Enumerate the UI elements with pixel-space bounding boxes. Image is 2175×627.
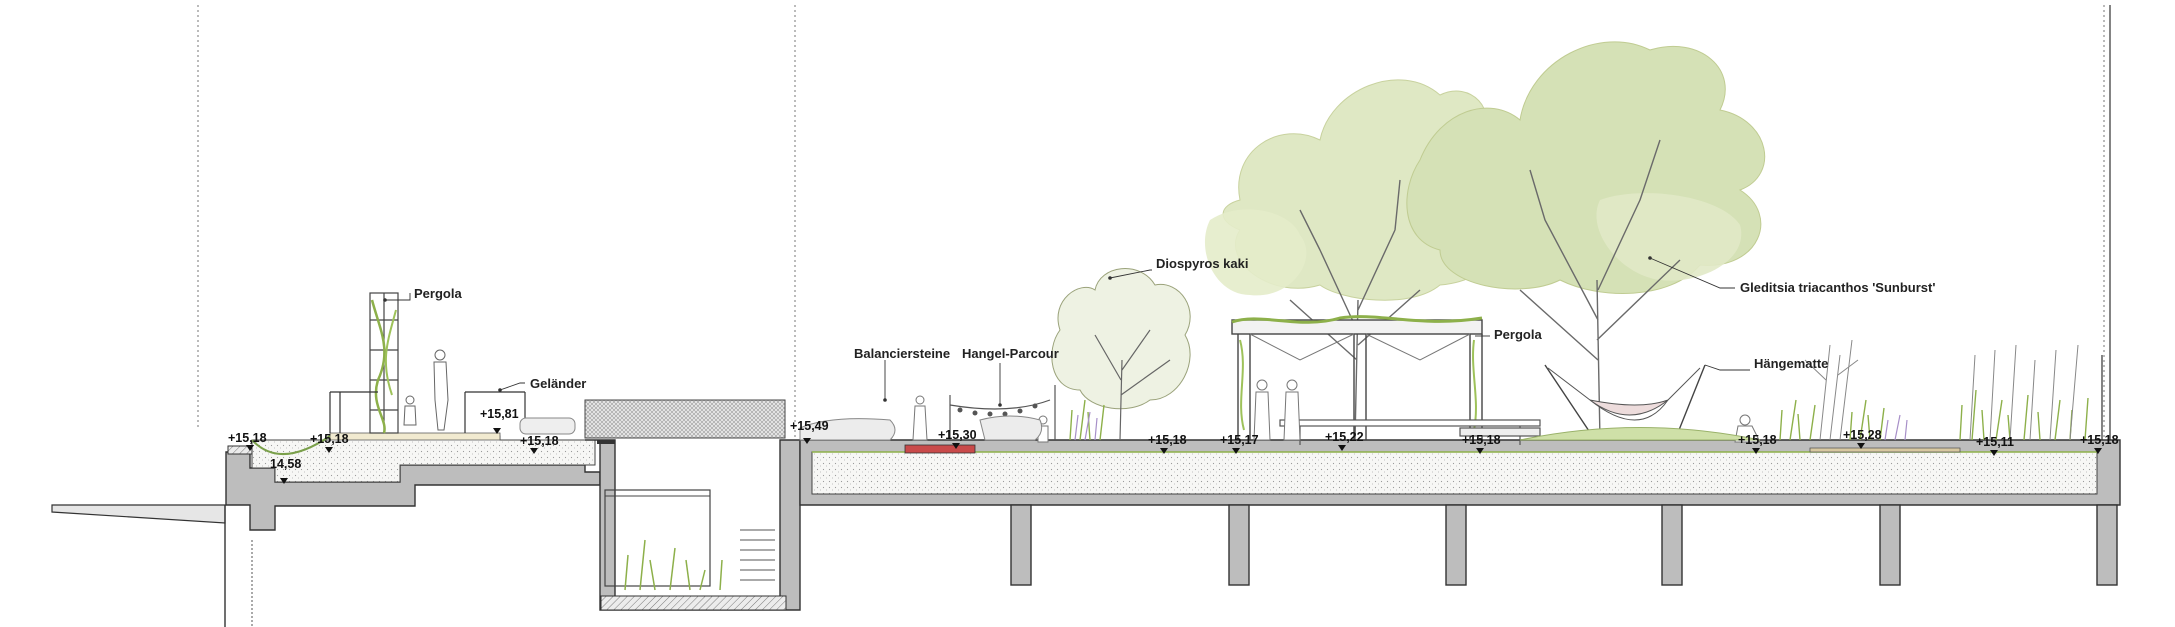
level-marker — [246, 445, 254, 451]
level-label: +15,11 — [1976, 435, 2014, 449]
left-street — [51, 504, 253, 627]
level-marker — [1232, 448, 1240, 454]
main-slab — [799, 439, 2121, 506]
gleditsia-canopy — [1204, 41, 1766, 441]
level-label: +15,18 — [1738, 433, 1777, 447]
level-label: +15,18 — [228, 431, 267, 445]
level-label: +15,81 — [480, 407, 519, 421]
label-pergola-center: Pergola — [1494, 327, 1542, 342]
level-marker — [1160, 448, 1168, 454]
level-marker — [493, 428, 501, 434]
label-hangel-parcour: Hangel-Parcour — [962, 346, 1059, 361]
label-balanciersteine: Balanciersteine — [854, 346, 950, 361]
level-marker — [280, 478, 288, 484]
level-marker — [1857, 443, 1865, 449]
annotation-leaders — [385, 257, 1750, 405]
level-markers — [246, 428, 2102, 484]
level-label: +15,18 — [2080, 433, 2119, 447]
light-well-planting — [624, 539, 723, 591]
level-labels: +15,18 14,58 +15,18 +15,81 +15,18 +15,49… — [228, 407, 2119, 471]
level-label: 14,58 — [270, 457, 301, 471]
level-marker — [1338, 445, 1346, 451]
table-bench — [1279, 419, 1541, 445]
planting-grasses — [1069, 389, 2089, 441]
label-gelaender: Geländer — [530, 376, 586, 391]
level-marker — [1990, 450, 1998, 456]
annotation-dots — [383, 256, 1652, 407]
level-marker — [803, 438, 811, 444]
pergola-center — [1231, 315, 1483, 440]
label-diospyros: Diospyros kaki — [1156, 256, 1249, 271]
lavender-planting — [1074, 411, 1908, 441]
level-marker — [325, 447, 333, 453]
balanciersteine — [799, 415, 1043, 441]
level-label: +15,22 — [1325, 430, 1364, 444]
level-marker — [1752, 448, 1760, 454]
diospyros-tree — [1051, 268, 1191, 441]
level-label: +15,18 — [1462, 433, 1501, 447]
label-gleditsia: Gleditsia triacanthos 'Sunburst' — [1740, 280, 1935, 295]
level-label: +15,28 — [1843, 428, 1882, 442]
pergola-left — [369, 292, 399, 434]
light-well — [584, 399, 801, 611]
level-label: +15,49 — [790, 419, 829, 433]
left-terrace-structure — [225, 432, 601, 531]
level-label: +15,18 — [1148, 433, 1187, 447]
level-label: +15,18 — [310, 432, 349, 446]
level-marker — [2094, 448, 2102, 454]
planting-stems — [1804, 339, 2079, 441]
level-marker — [530, 448, 538, 454]
label-pergola-left: Pergola — [414, 286, 462, 301]
haengematte — [1519, 364, 1761, 441]
label-haengematte: Hängematte — [1754, 356, 1828, 371]
railing-left — [329, 391, 526, 433]
level-label: +15,17 — [1220, 433, 1259, 447]
level-marker — [952, 443, 960, 449]
hangel-parcour — [949, 385, 1056, 440]
facade-lines — [2101, 5, 2111, 440]
level-label: +15,30 — [938, 428, 977, 442]
people-left — [403, 349, 576, 435]
slab-pillars — [1010, 504, 2118, 586]
level-marker — [1476, 448, 1484, 454]
level-label: +15,18 — [520, 434, 559, 448]
building-outlines — [197, 5, 2105, 440]
